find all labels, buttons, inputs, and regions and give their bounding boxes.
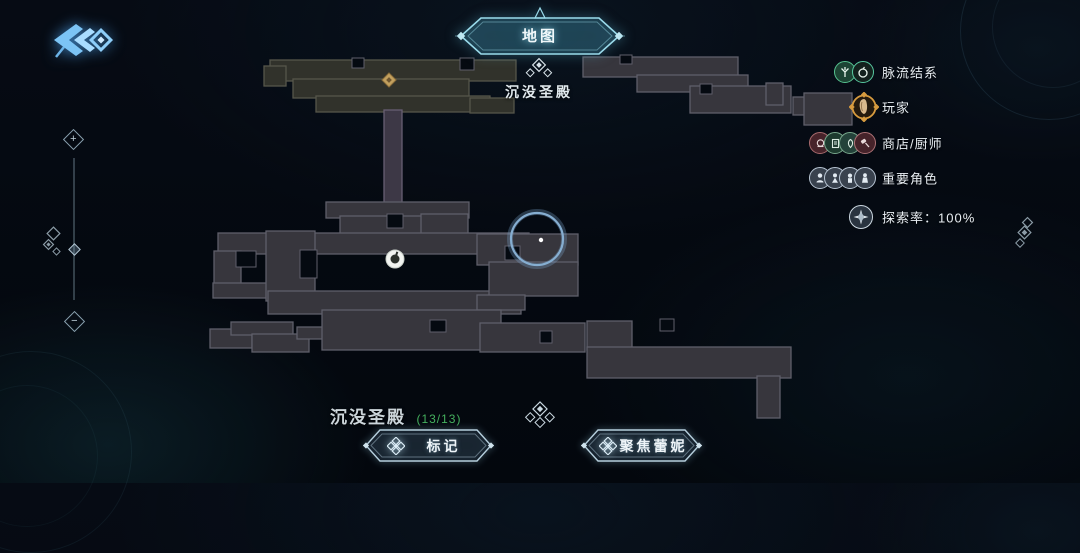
footer-center-emblem-icon bbox=[524, 401, 556, 429]
npc-icon-4 bbox=[854, 167, 876, 189]
map-shaft bbox=[383, 109, 403, 208]
focus-button-label: 聚焦蕾妮 bbox=[619, 437, 688, 454]
map-region-central bbox=[212, 201, 579, 315]
gamepad-square-button-icon bbox=[599, 436, 617, 455]
map-region-lower bbox=[209, 309, 792, 419]
area-label-top: 沉没圣殿 bbox=[459, 56, 619, 102]
legend-label-shops: 商店/厨师 bbox=[882, 136, 943, 152]
left-edge-ornament-icon bbox=[42, 226, 61, 256]
page-title: 地图 bbox=[521, 28, 558, 45]
mark-button-label: 标记 bbox=[426, 437, 461, 454]
legend-label-npcs: 重要角色 bbox=[882, 171, 939, 187]
map-title-banner: 地图 bbox=[455, 6, 625, 58]
zoom-slider-track bbox=[73, 158, 75, 300]
map-legend: 脉流结系 玩家 bbox=[805, 52, 1080, 237]
compass-icon bbox=[849, 205, 873, 229]
banner-frame-icon bbox=[455, 6, 625, 55]
focus-character-button[interactable]: 聚焦蕾妮 bbox=[581, 427, 702, 464]
completion-count: (13/13) bbox=[416, 412, 462, 426]
root-node-fruit-icon bbox=[852, 61, 874, 83]
legend-row-player: 玩家 bbox=[805, 90, 1080, 124]
legend-label-exploration: 探索率：100% bbox=[882, 210, 976, 226]
legend-row-flow-nodes: 脉流结系 bbox=[805, 57, 1080, 87]
hex-border bbox=[581, 429, 702, 462]
legend-label-player: 玩家 bbox=[882, 100, 911, 116]
player-icon bbox=[849, 92, 879, 122]
legend-row-npcs: 重要角色 bbox=[805, 163, 1080, 193]
right-edge-ornament-icon bbox=[1015, 216, 1034, 248]
map-region-upper-left bbox=[263, 57, 517, 114]
chef-icon bbox=[854, 132, 876, 154]
plus-icon: + bbox=[70, 133, 77, 145]
flow-node-marker-icon bbox=[385, 249, 405, 269]
game-logo-icon bbox=[54, 24, 114, 58]
legend-label-flow-nodes: 脉流结系 bbox=[882, 65, 939, 81]
legend-row-exploration: 探索率：100% bbox=[805, 202, 1080, 232]
map-canvas[interactable] bbox=[0, 0, 1080, 483]
player-position-ring bbox=[507, 209, 567, 269]
map-region-upper-right bbox=[582, 54, 853, 126]
mark-button[interactable]: 标记 bbox=[363, 427, 494, 464]
footer-area-name: 沉没圣殿 bbox=[330, 408, 406, 427]
area-name-label: 沉没圣殿 bbox=[505, 84, 573, 100]
area-emblem-icon bbox=[525, 57, 553, 78]
gamepad-square-button-icon bbox=[387, 436, 405, 455]
legend-row-shops: 商店/厨师 bbox=[805, 128, 1080, 158]
footer-area-title: 沉没圣殿 (13/13) bbox=[330, 403, 461, 428]
shrine-marker-icon bbox=[381, 72, 397, 88]
minus-icon: − bbox=[71, 315, 78, 327]
